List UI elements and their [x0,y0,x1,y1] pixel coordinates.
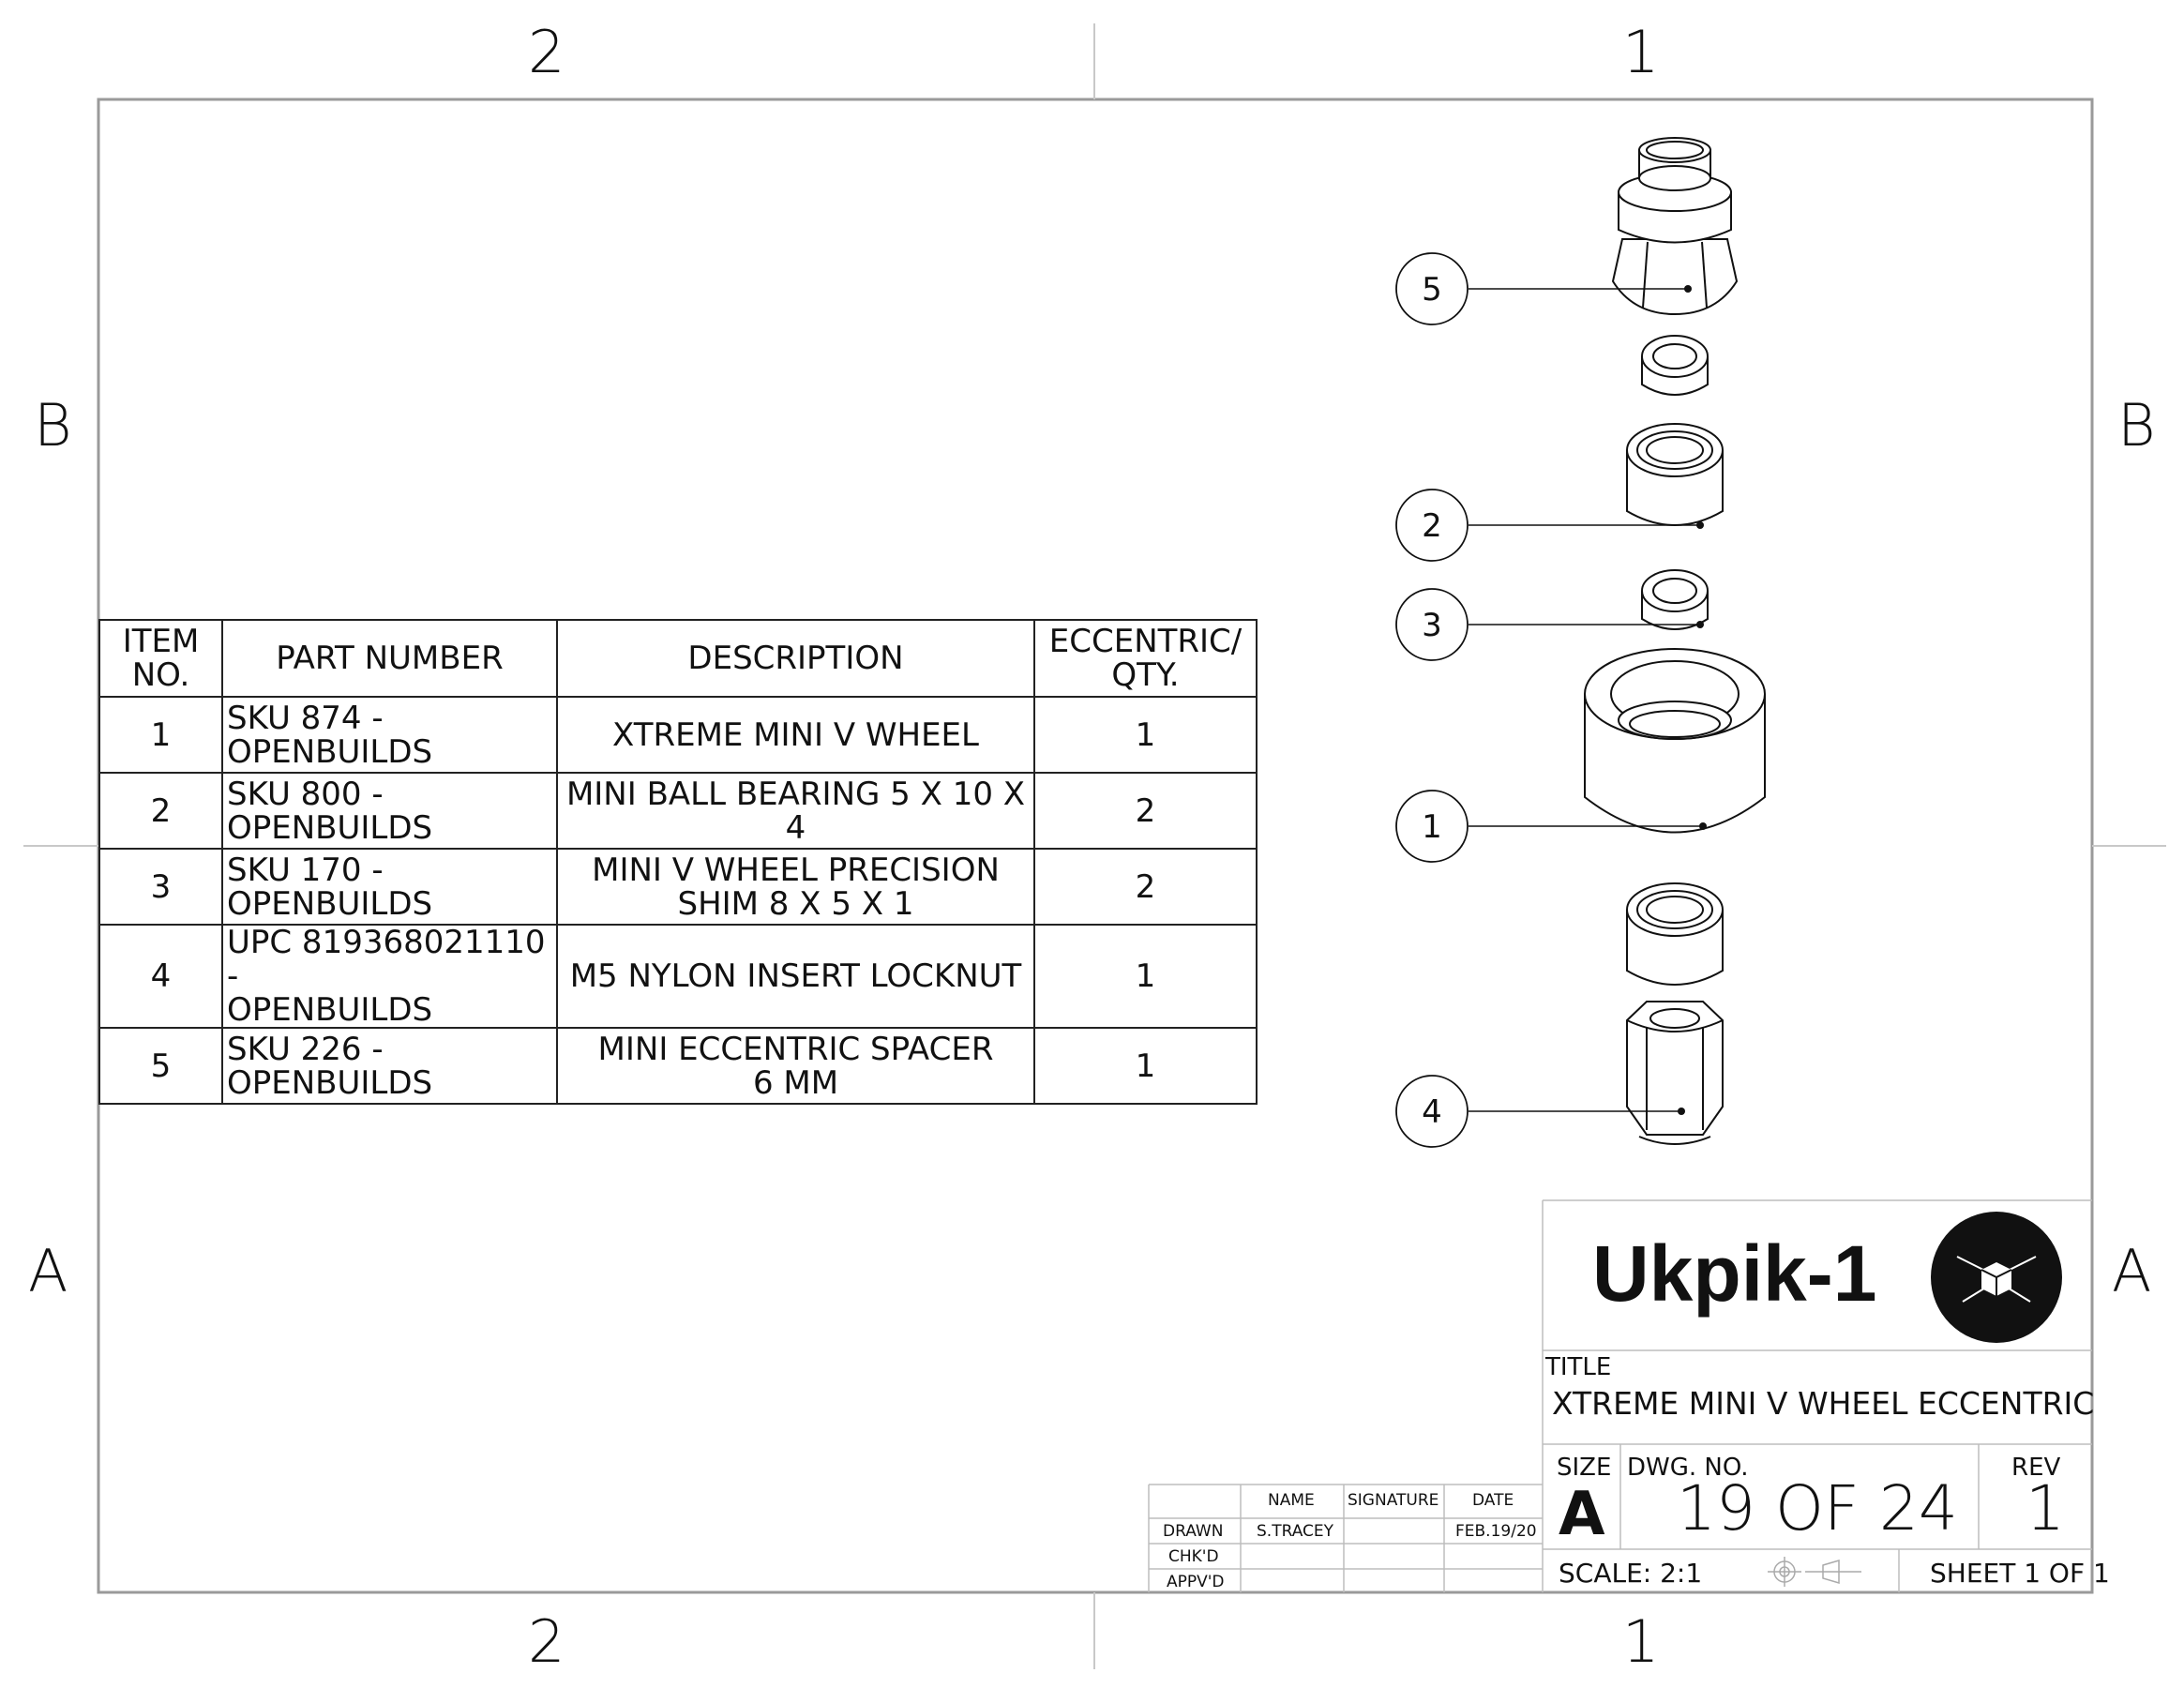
zone-label-bottom-1: 1 [1622,1607,1660,1676]
projection-symbol-icon [1768,1557,1861,1587]
bom-description: XTREME MINI V WHEEL [556,696,1035,774]
bom-part-number: SKU 800 -OPENBUILDS [221,772,558,850]
balloon-3 [1395,588,1469,661]
bom-qty: 1 [1033,1027,1258,1105]
bom-row: 4 UPC 819368021110 -OPENBUILDS M5 NYLON … [98,924,1258,1029]
sheet-size: A [1559,1480,1605,1549]
logo-emblem-icon [1931,1212,2062,1343]
bom-qty: 1 [1033,696,1258,774]
zone-label-top-1: 1 [1622,18,1660,86]
bom-item-no: 2 [98,772,223,850]
approval-label-approved: APPV'D [1167,1573,1225,1591]
title-label: TITLE [1545,1353,1612,1381]
size-label: SIZE [1557,1454,1612,1482]
bom-header-part-number: PART NUMBER [221,619,558,698]
drawing-number: 19 OF 24 [1677,1472,1958,1545]
zone-label-bottom-2: 2 [528,1607,565,1676]
rev-label: REV [2011,1454,2061,1482]
upper-shim-part [1641,335,1709,396]
balloon-label-5: 5 [1422,271,1442,309]
bom-item-no: 1 [98,696,223,774]
bom-row: 3 SKU 170 -OPENBUILDS MINI V WHEEL PRECI… [98,848,1258,926]
zone-label-top-2: 2 [528,18,565,86]
balloon-label-2: 2 [1422,507,1442,545]
bom-part-number: SKU 874 -OPENBUILDS [221,696,558,774]
bom-part-number: SKU 226 -OPENBUILDS [221,1027,558,1105]
bom-qty: 1 [1033,924,1258,1029]
bom-qty: 2 [1033,772,1258,850]
bom-header-eccentric-qty: ECCENTRIC/QTY. [1033,619,1258,698]
scale: SCALE: 2:1 [1559,1558,1703,1589]
balloon-label-1: 1 [1422,808,1442,846]
approval-header-signature: SIGNATURE [1348,1491,1439,1510]
v-wheel-part [1584,648,1766,834]
approval-label-checked: CHK'D [1168,1547,1219,1566]
approval-drawn-date: FEB.19/20 [1455,1522,1537,1541]
approval-header-name: NAME [1268,1491,1315,1510]
balloon-1 [1395,790,1469,863]
eccentric-spacer-part [1611,137,1739,316]
revision: 1 [2026,1472,2065,1545]
drawing-title: XTREME MINI V WHEEL ECCENTRIC [1552,1385,2095,1422]
balloon-label-3: 3 [1422,607,1442,644]
bom-row: 1 SKU 874 -OPENBUILDS XTREME MINI V WHEE… [98,696,1258,774]
bom-part-number: UPC 819368021110 -OPENBUILDS [221,924,558,1029]
approval-drawn-name: S.TRACEY [1257,1522,1334,1541]
bom-item-no: 5 [98,1027,223,1105]
zone-label-right-a: A [2112,1237,2152,1305]
logo-text: Ukpik-1 [1592,1229,1877,1318]
bom-row: 5 SKU 226 -OPENBUILDS MINI ECCENTRIC SPA… [98,1027,1258,1105]
bom-row: 2 SKU 800 -OPENBUILDS MINI BALL BEARING … [98,772,1258,850]
bom-qty: 2 [1033,848,1258,926]
zone-label-left-b: B [34,391,72,460]
balloon-2 [1395,489,1469,562]
balloon-label-4: 4 [1422,1093,1442,1131]
lower-bearing-part [1626,882,1724,986]
upper-bearing-part [1626,423,1724,526]
locknut-part [1626,1001,1724,1145]
zone-label-left-a: A [28,1237,68,1305]
dwg-no-label: DWG. NO. [1627,1454,1749,1482]
sheet-number: SHEET 1 OF 1 [1930,1558,2110,1589]
bom-description: MINI BALL BEARING 5 X 10 X 4 [556,772,1035,850]
balloon-4 [1395,1075,1469,1148]
bom-item-no: 3 [98,848,223,926]
precision-shim-part [1641,569,1709,630]
bom-description: M5 NYLON INSERT LOCKNUT [556,924,1035,1029]
bom-part-number: SKU 170 -OPENBUILDS [221,848,558,926]
bom-item-no: 4 [98,924,223,1029]
approval-label-drawn: DRAWN [1163,1522,1224,1541]
bom-header-description: DESCRIPTION [556,619,1035,698]
balloon-5 [1395,252,1469,325]
approval-header-date: DATE [1472,1491,1514,1510]
zone-label-right-b: B [2117,391,2156,460]
